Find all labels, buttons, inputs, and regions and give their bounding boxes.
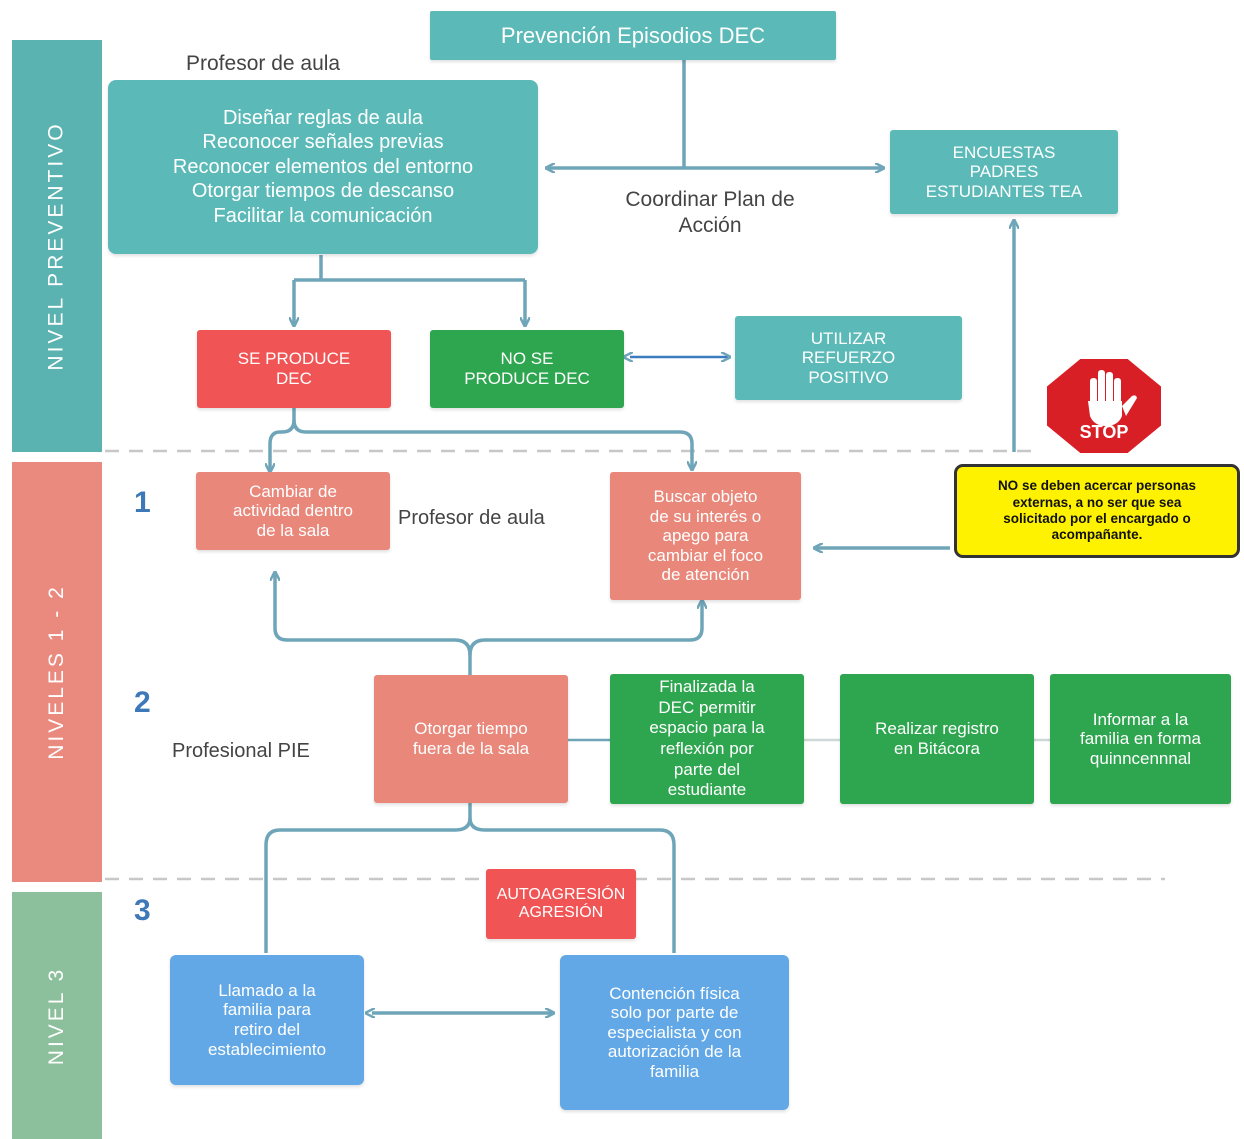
box-informar-familia: Informar a la familia en forma quinncenn… (1050, 674, 1231, 804)
acciones-aula-text: Diseñar reglas de aula Reconocer señales… (172, 107, 474, 227)
autoagresion-text: AUTOAGRESIÓN AGRESIÓN (496, 885, 626, 921)
contencion-text: Contención física solo por parte de espe… (607, 983, 742, 1081)
band-nivel-preventivo: NIVEL PREVENTIVO (12, 40, 102, 452)
stop-sign: STOP (1042, 356, 1166, 456)
box-se-produce-dec: SE PRODUCE DEC (197, 330, 391, 408)
refuerzo-text: UTILIZAR REFUERZO POSITIVO (801, 328, 896, 387)
label-profesor-aula-top: Profesor de aula (186, 52, 341, 75)
box-cambiar-actividad: Cambiar de actividad dentro de la sala (196, 472, 390, 550)
stop-text: STOP (1079, 422, 1129, 442)
band-nivel-3: NIVEL 3 (12, 892, 102, 1139)
box-contencion-fisica: Contención física solo por parte de espe… (560, 955, 789, 1110)
notice-box: NO se deben acercar personas externas, a… (954, 464, 1240, 558)
number-3: 3 (134, 894, 151, 927)
box-encuestas: ENCUESTAS PADRES ESTUDIANTES TEA (890, 130, 1118, 214)
title-box: Prevención Episodios DEC (430, 11, 836, 60)
registro-text: Realizar registro en Bitácora (875, 719, 999, 758)
box-otorgar-tiempo: Otorgar tiempo fuera de la sala (374, 675, 568, 803)
box-autoagresion: AUTOAGRESIÓN AGRESIÓN (486, 869, 636, 939)
cambiar-actividad-text: Cambiar de actividad dentro de la sala (232, 481, 354, 540)
box-buscar-objeto: Buscar objeto de su interés o apego para… (610, 472, 801, 600)
se-produce-text: SE PRODUCE DEC (237, 349, 351, 388)
box-llamado-familia: Llamado a la familia para retiro del est… (170, 955, 364, 1085)
informar-text: Informar a la familia en forma quinncenn… (1080, 709, 1201, 768)
notice-text: NO se deben acercar personas externas, a… (997, 478, 1197, 543)
label-profesional-pie: Profesional PIE (172, 740, 310, 762)
box-refuerzo-positivo: UTILIZAR REFUERZO POSITIVO (735, 316, 962, 400)
box-finalizada-dec: Finalizada la DEC permitir espacio para … (610, 674, 804, 804)
label-profesor-aula-mid: Profesor de aula (398, 507, 545, 529)
box-acciones-aula: Diseñar reglas de aula Reconocer señales… (108, 80, 538, 254)
title-text: Prevención Episodios DEC (500, 22, 766, 48)
no-se-produce-text: NO SE PRODUCE DEC (464, 349, 590, 388)
band-niveles-1-2: NIVELES 1 - 2 (12, 462, 102, 882)
buscar-objeto-text: Buscar objeto de su interés o apego para… (647, 487, 764, 585)
encuestas-text: ENCUESTAS PADRES ESTUDIANTES TEA (925, 142, 1083, 201)
box-no-se-produce-dec: NO SE PRODUCE DEC (430, 330, 624, 408)
number-2: 2 (134, 686, 151, 719)
box-registro-bitacora: Realizar registro en Bitácora (840, 674, 1034, 804)
number-1: 1 (134, 486, 151, 519)
label-coordinar-plan: Coordinar Plan de Acción (625, 188, 795, 238)
finalizada-text: Finalizada la DEC permitir espacio para … (649, 676, 765, 800)
stop-hand-icon (1045, 357, 1163, 455)
otorgar-tiempo-text: Otorgar tiempo fuera de la sala (412, 719, 530, 758)
llamado-text: Llamado a la familia para retiro del est… (207, 980, 327, 1059)
